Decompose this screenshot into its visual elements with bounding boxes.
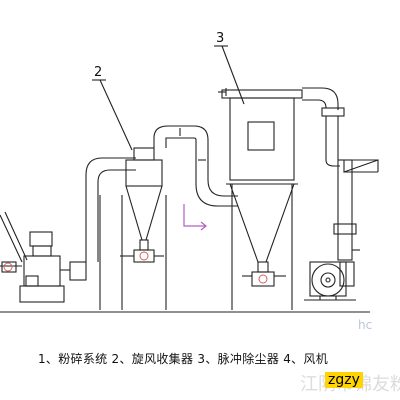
pipe-mill-to-cyclone bbox=[85, 157, 136, 262]
leader-line-3 bbox=[221, 45, 245, 105]
leader-line-2 bbox=[99, 79, 133, 151]
pipe-cyclone-to-filter bbox=[153, 125, 238, 207]
exhaust-stack bbox=[343, 159, 379, 173]
watermark-url: zgzy bbox=[325, 372, 363, 388]
motor-highlights bbox=[3, 251, 268, 284]
flow-arrows bbox=[183, 204, 207, 231]
watermark-hc: hc bbox=[358, 318, 373, 332]
label-2: 2 bbox=[94, 65, 102, 80]
label-3: 3 bbox=[216, 31, 224, 46]
pulse-dust-collector bbox=[218, 88, 303, 310]
pipe-filter-to-fan bbox=[302, 87, 360, 261]
cyclone-collector bbox=[99, 147, 167, 310]
diagram-caption: 1、粉碎系统 2、旋风收集器 3、脉冲除尘器 4、风机 bbox=[38, 352, 329, 366]
fan-unit bbox=[304, 261, 356, 301]
mill-unit bbox=[0, 211, 87, 303]
